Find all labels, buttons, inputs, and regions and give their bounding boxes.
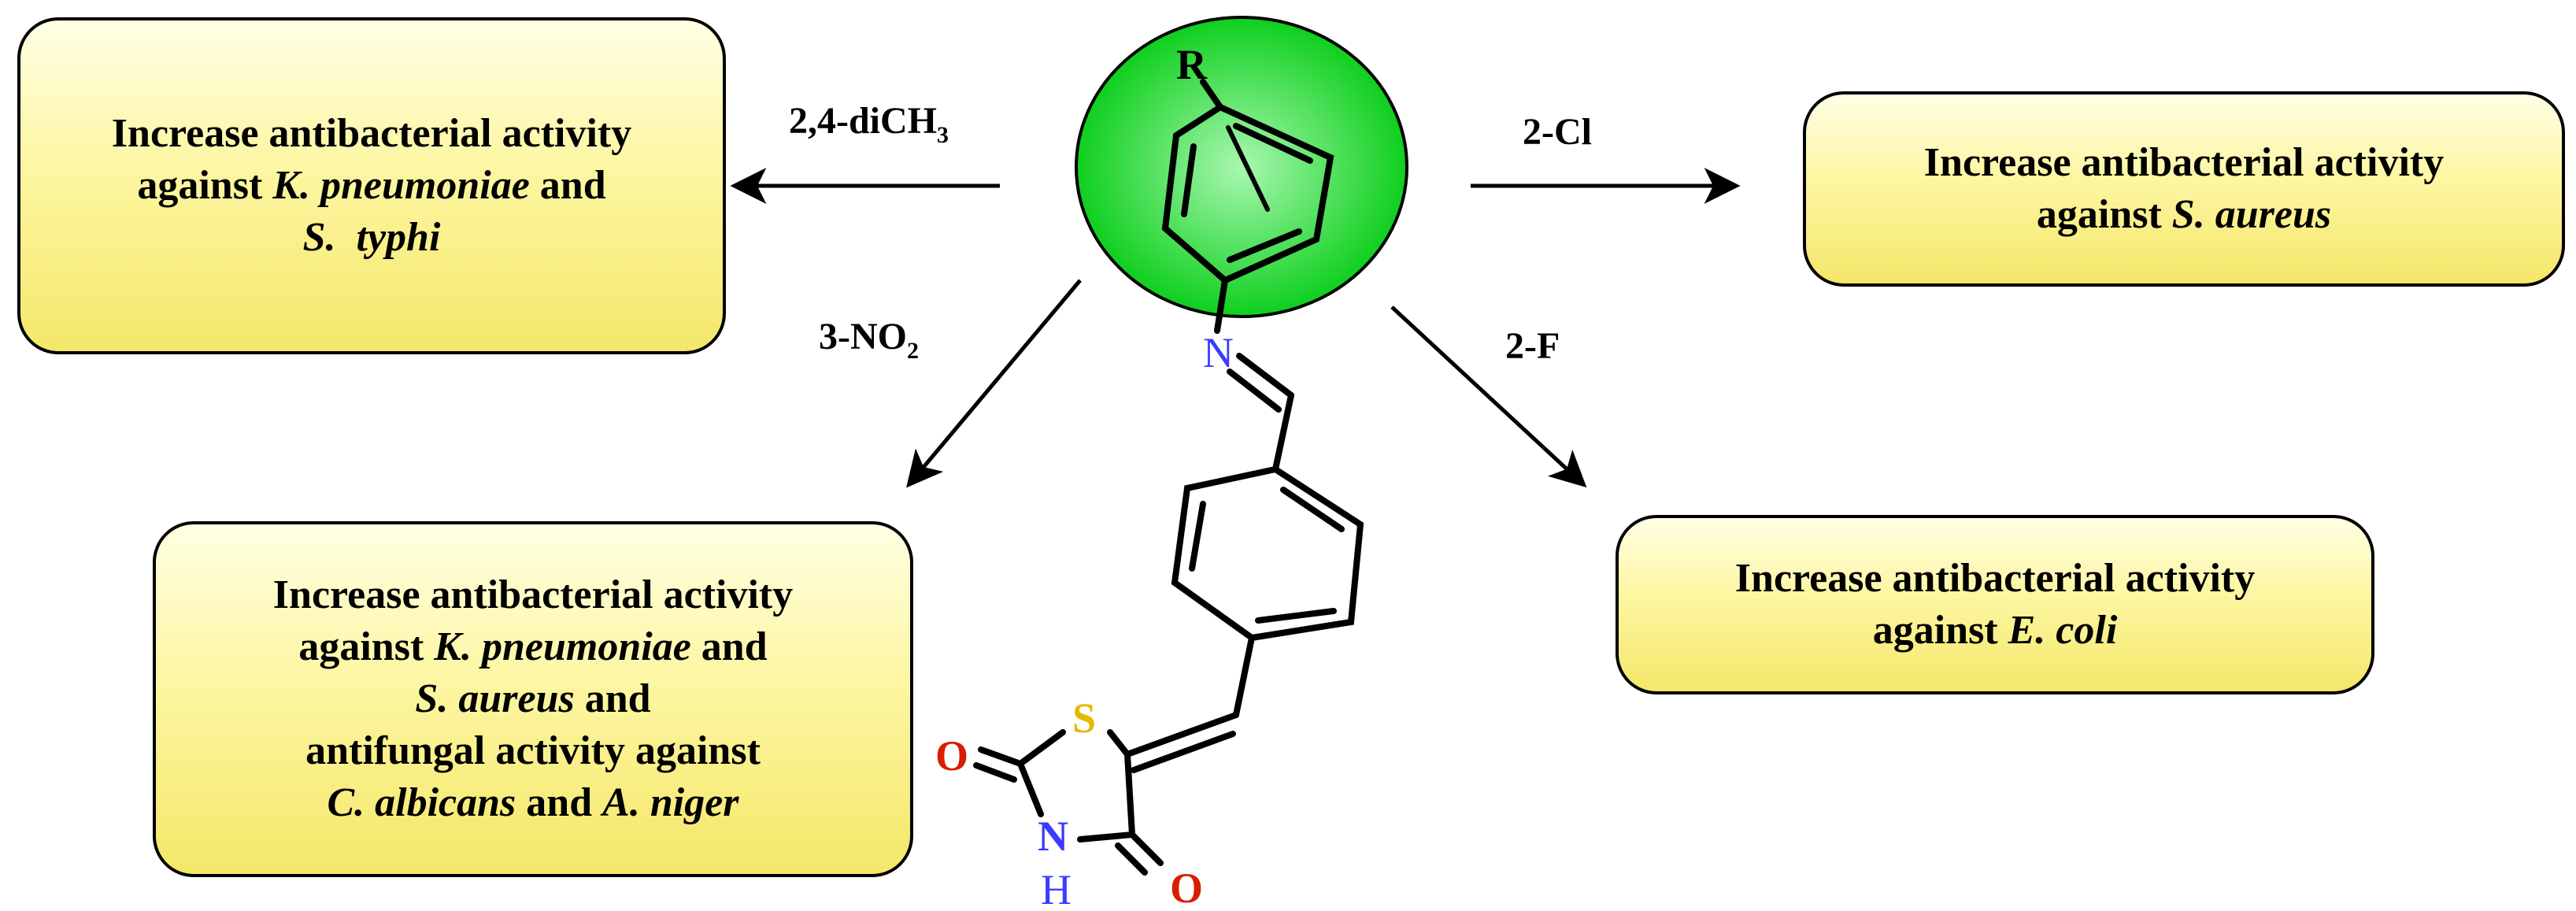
atom-h: H (1041, 866, 1071, 911)
atom-o-right: O (1170, 865, 1203, 911)
box-line: Increase antibacterial activity (1923, 140, 2445, 185)
molecule-bonds (973, 79, 1364, 876)
substituent-label-fluoro: 2-F (1505, 325, 1560, 367)
atom-n-imine: N (1203, 329, 1234, 376)
box-line: S. typhi (302, 215, 441, 260)
atom-n-ring: N (1038, 813, 1068, 860)
arrow-to-bottom-right-box (1390, 306, 1587, 488)
box-line: antifungal activity against (305, 728, 761, 773)
activity-box-bottom-right: Increase antibacterial activity against … (1616, 515, 2374, 694)
box-line: S. aureus and (415, 676, 651, 721)
box-line: Increase antibacterial activity (1734, 556, 2256, 601)
box-line: C. albicans and A. niger (327, 780, 739, 825)
substituent-label-dimethyl: 2,4-diCH3 (789, 100, 949, 148)
substituent-label-nitro: 3-NO2 (819, 316, 919, 364)
box-line: against K. pneumoniae and (298, 624, 768, 669)
activity-box-bottom-left: Increase antibacterial activity against … (153, 521, 913, 877)
substituent-label-chloro: 2-Cl (1523, 111, 1592, 153)
atom-labels: R N S O N H O (935, 41, 1234, 911)
box-line: against K. pneumoniae and (137, 163, 606, 208)
box-line: against S. aureus (2036, 192, 2332, 237)
activity-box-top-left: Increase antibacterial activity against … (17, 17, 726, 354)
activity-box-top-right: Increase antibacterial activity against … (1803, 91, 2565, 287)
box-line: against E. coli (1872, 608, 2118, 653)
atom-r: R (1176, 41, 1208, 88)
box-line: Increase antibacterial activity (111, 111, 632, 156)
atom-s: S (1072, 694, 1096, 742)
arrow-to-bottom-left-box (906, 279, 1082, 488)
atom-o-left: O (935, 732, 968, 780)
box-line: Increase antibacterial activity (272, 572, 794, 617)
aryl-highlight-ellipse (1075, 16, 1408, 318)
